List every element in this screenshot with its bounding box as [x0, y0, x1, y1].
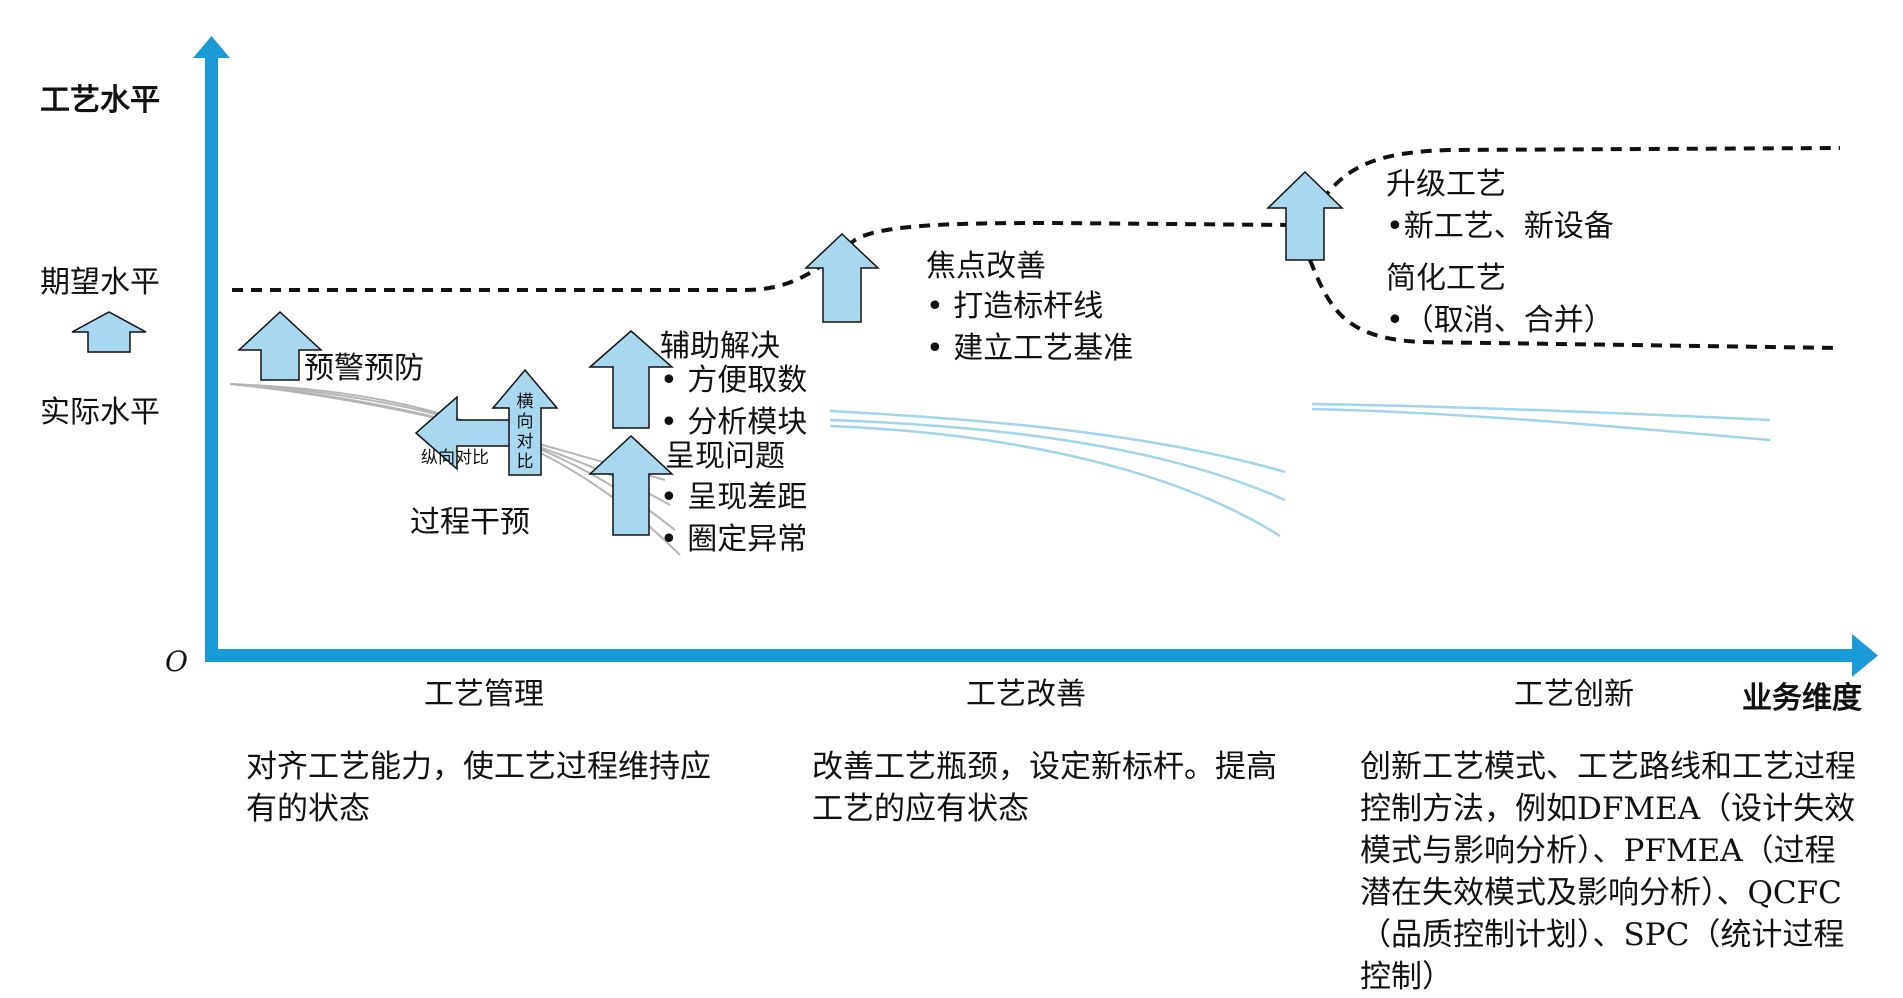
warning-label: 预警预防: [304, 351, 424, 386]
bullet: •: [926, 331, 944, 366]
improvement-item-2: • 建立工艺基准: [926, 334, 1133, 364]
expected-level-lines: [232, 146, 1841, 350]
x-axis-label: 业务维度: [1742, 681, 1862, 716]
horizontal-compare-label: 横 向 对 比: [513, 392, 537, 472]
vertical-compare-arrow: [414, 395, 515, 471]
dashed-lower-branch: [1308, 259, 1841, 350]
process-intervention-label: 过程干预: [410, 505, 530, 540]
upgrade-item-text: 新工艺、新设备: [1403, 209, 1614, 244]
blue-curve-3: [829, 424, 1281, 538]
phase-name-management: 工艺管理: [424, 677, 544, 712]
dashed-upper-branch: [1320, 146, 1841, 202]
assist-item-1: • 方便取数: [660, 366, 807, 396]
innovation-arrow: [1266, 170, 1344, 261]
present-title: 呈现问题: [665, 439, 785, 474]
simplify-item-1: •（取消、合并）: [1386, 306, 1614, 336]
bullet: •: [926, 289, 944, 324]
x-axis-arrowhead: [1852, 634, 1878, 677]
horizontal-compare-char: 对: [516, 432, 534, 452]
improvement-item-text: 打造标杆线: [953, 289, 1104, 324]
present-arrow: [588, 434, 674, 536]
simplify-title: 简化工艺: [1386, 261, 1506, 296]
actual-level-label: 实际水平: [40, 395, 160, 430]
improvement-title: 焦点改善: [926, 249, 1046, 284]
improvement-arrow: [804, 232, 880, 323]
phase-desc-innovation: 创新工艺模式、工艺路线和工艺过程控制方法，例如DFMEA（设计失效模式与影响分析…: [1360, 749, 1856, 995]
blue-curve-4: [1311, 402, 1771, 422]
present-item-2: • 圈定异常: [660, 525, 807, 555]
y-axis-arrowhead: [193, 36, 230, 58]
horizontal-compare-arrow: [491, 368, 559, 476]
x-axis: [205, 649, 1855, 662]
horizontal-compare-char: 横: [516, 392, 534, 412]
upgrade-item-1: •新工艺、新设备: [1386, 212, 1614, 242]
bullet: •: [660, 522, 678, 557]
blue-curve-1: [829, 409, 1286, 474]
y-axis: [205, 58, 218, 661]
vertical-compare-label: 纵向对比: [421, 448, 489, 468]
horizontal-compare-char: 比: [516, 452, 534, 472]
present-item-text: 圈定异常: [687, 522, 808, 557]
simplify-item-text: （取消、合并）: [1403, 303, 1614, 338]
level-up-arrow: [71, 311, 147, 353]
phase-desc-improvement: 改善工艺瓶颈，设定新标杆。提高工艺的应有状态: [812, 749, 1277, 827]
assist-title: 辅助解决: [660, 329, 780, 364]
phase-name-improvement: 工艺改善: [966, 677, 1086, 712]
innovation-curves: [1311, 402, 1771, 442]
bullet: •: [660, 405, 678, 440]
present-item-1: • 呈现差距: [660, 483, 807, 513]
blue-curve-5: [1311, 407, 1771, 442]
horizontal-compare-char: 向: [516, 412, 534, 432]
bullet: •: [1386, 209, 1404, 244]
expected-level-label: 期望水平: [40, 265, 160, 300]
assist-arrow: [588, 330, 674, 429]
warning-arrow: [237, 310, 323, 381]
improvement-item-1: • 打造标杆线: [926, 292, 1103, 322]
upgrade-title: 升级工艺: [1386, 167, 1506, 202]
phase-desc-management: 对齐工艺能力，使工艺过程维持应有的状态: [246, 749, 711, 827]
improvement-item-text: 建立工艺基准: [953, 331, 1134, 366]
phase-name-innovation: 工艺创新: [1514, 677, 1634, 712]
bullet: •: [1386, 303, 1404, 338]
present-item-text: 呈现差距: [687, 480, 808, 515]
dashed-expected-line: [232, 220, 1291, 292]
assist-item-2: • 分析模块: [660, 408, 807, 438]
y-axis-label: 工艺水平: [40, 83, 160, 118]
improvement-curves: [829, 409, 1286, 538]
assist-item-text: 方便取数: [687, 363, 808, 398]
origin-label: O: [165, 645, 188, 678]
bullet: •: [660, 363, 678, 398]
assist-item-text: 分析模块: [687, 405, 808, 440]
bullet: •: [660, 480, 678, 515]
blue-curve-2: [829, 418, 1286, 502]
